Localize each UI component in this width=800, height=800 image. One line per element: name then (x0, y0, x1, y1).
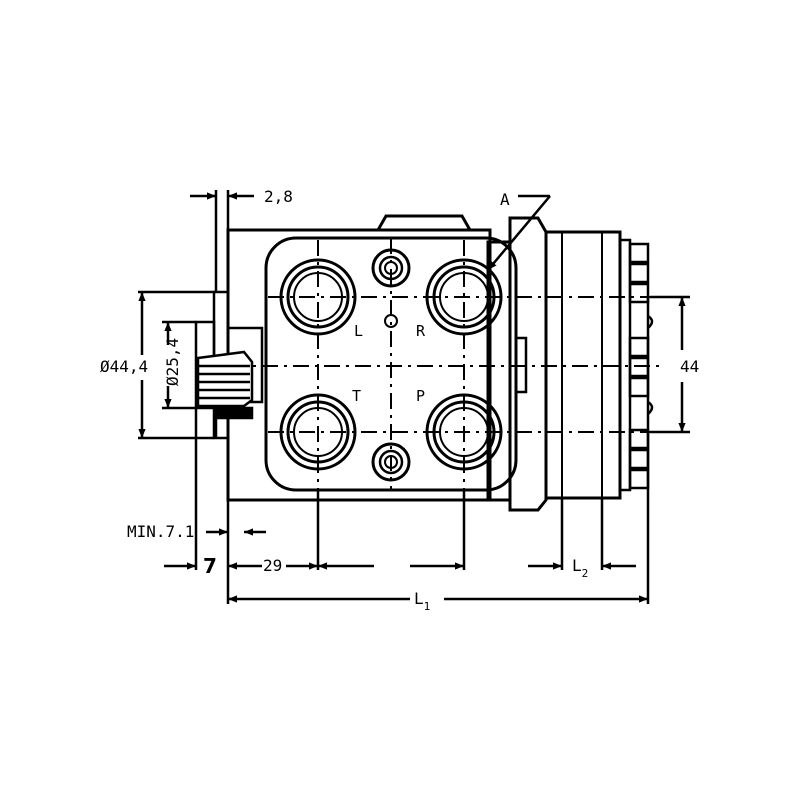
dim-label-29: 29 (263, 556, 282, 575)
dim-label-l1: L1 (414, 589, 430, 613)
dim-label-min: MIN.7.1 (127, 522, 194, 541)
dim-label-7: 7 (203, 554, 217, 578)
housing (226, 214, 622, 512)
dim-label-l2: L2 (572, 556, 588, 580)
dim-label-2-8: 2,8 (264, 187, 293, 206)
end-flange (508, 216, 548, 512)
dim-label-dia-44-4: Ø44,4 (100, 357, 148, 376)
top-boss (376, 214, 472, 231)
dim-label-44: 44 (680, 357, 699, 376)
spline-shaft (194, 290, 264, 440)
port-label-l: L (354, 322, 363, 340)
center-marker (384, 314, 398, 328)
port-label-r: R (416, 322, 426, 340)
callout-a: A (500, 190, 510, 209)
port-label-t: T (352, 387, 361, 405)
port-label-p: P (416, 387, 425, 405)
center-lines (200, 238, 660, 490)
dim-label-dia-25-4: Ø25,4 (163, 338, 182, 386)
dimension-lines (138, 190, 690, 604)
